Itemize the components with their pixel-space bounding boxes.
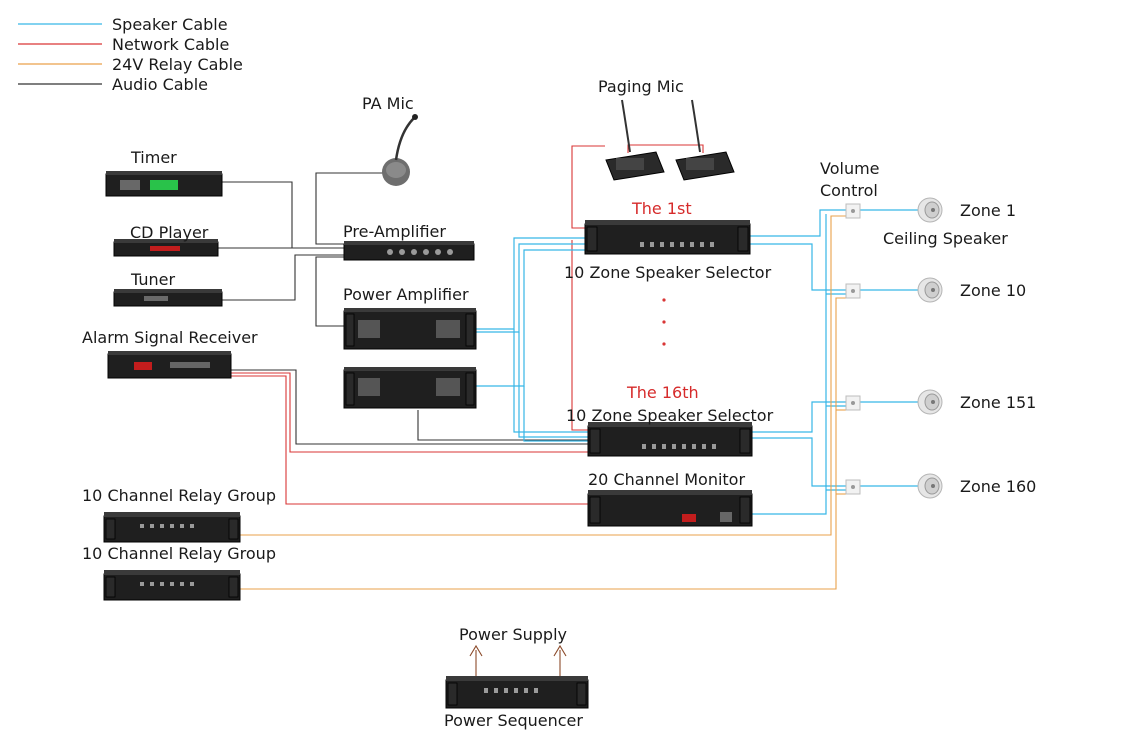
- power-amplifier-label: Power Amplifier: [343, 285, 469, 304]
- power-arrow-right: [553, 644, 567, 657]
- zone1-label: Zone 1: [960, 201, 1016, 220]
- relay-group-1-label: 10 Channel Relay Group: [82, 486, 276, 505]
- legend-audio-label: Audio Cable: [112, 75, 208, 94]
- wire-relay1: [240, 215, 846, 536]
- tuner-label: Tuner: [130, 270, 175, 289]
- power-sequencer-device: [445, 676, 589, 709]
- wire-monitor-bus: [752, 214, 827, 515]
- selector-last-label: 10 Zone Speaker Selector: [566, 406, 774, 425]
- power-supply-label: Power Supply: [459, 625, 567, 644]
- paging-mic-2: [675, 99, 735, 181]
- wire-relay2: [240, 297, 846, 590]
- pre-amplifier-label: Pre-Amplifier: [343, 222, 446, 241]
- selector-first-label: 10 Zone Speaker Selector: [564, 263, 772, 282]
- wire-monitor-network: [231, 375, 588, 505]
- speaker-zone1: [917, 197, 943, 223]
- speaker-zone160: [917, 473, 943, 499]
- wire-timer-preamp: [222, 181, 344, 249]
- selector-first-tag: The 1st: [631, 199, 692, 218]
- volume-control-label-line1: Volume: [820, 159, 880, 178]
- wire-amp1-sel1b: [476, 243, 585, 333]
- wire-sel16-zone160: [752, 437, 920, 487]
- volume-control-zone160: [845, 479, 861, 495]
- wire-amp1-sel16b: [518, 332, 588, 438]
- wire-alarm-network: [231, 372, 588, 453]
- power-amplifier-2: [343, 367, 477, 409]
- speaker-zone151: [917, 389, 943, 415]
- power-sequencer-label: Power Sequencer: [444, 711, 583, 730]
- relay-group-1-device: [103, 512, 241, 543]
- legend: Speaker Cable Network Cable 24V Relay Ca…: [18, 15, 243, 94]
- wires: [218, 144, 920, 680]
- wire-pagingmic-network: [571, 145, 605, 229]
- zone151-label: Zone 151: [960, 393, 1036, 412]
- legend-relay-label: 24V Relay Cable: [112, 55, 243, 74]
- monitor-label: 20 Channel Monitor: [588, 470, 745, 489]
- legend-network-label: Network Cable: [112, 35, 229, 54]
- power-amplifier-1: [343, 308, 477, 350]
- monitor-device: [587, 490, 753, 527]
- paging-mic-label: Paging Mic: [598, 77, 684, 96]
- speaker-zone10: [917, 277, 943, 303]
- speaker-selector-first: [584, 220, 751, 255]
- cd-player-label: CD Player: [130, 223, 209, 242]
- alarm-receiver-device: [107, 351, 232, 379]
- tuner-device: [113, 289, 223, 307]
- wire-amp2-sel1: [476, 249, 585, 387]
- pa-mic-label: PA Mic: [362, 94, 414, 113]
- wire-alarm-selector: [231, 369, 588, 445]
- wire-mic-to-mic: [627, 144, 704, 153]
- wire-amp1-sel16: [513, 329, 588, 433]
- legend-speaker-label: Speaker Cable: [112, 15, 228, 34]
- relay-group-2-device: [103, 570, 241, 601]
- volume-control-label-line2: Control: [820, 181, 878, 200]
- wire-amp1-sel1: [476, 237, 585, 330]
- selector-ellipsis: [662, 298, 666, 346]
- cd-player-device: [113, 239, 219, 257]
- wire-amp2-selector: [417, 410, 588, 441]
- zone160-label: Zone 160: [960, 477, 1036, 496]
- wire-amp2-sel16: [523, 386, 588, 442]
- alarm-receiver-label: Alarm Signal Receiver: [82, 328, 258, 347]
- pre-amplifier-device: [343, 241, 475, 261]
- power-arrow-left: [469, 644, 483, 657]
- selector-last-tag: The 16th: [626, 383, 699, 402]
- wire-preamp-poweramp: [315, 256, 345, 327]
- timer-device: [105, 171, 223, 197]
- wire-sel1-zone10: [750, 243, 920, 291]
- volume-control-zone151: [845, 395, 861, 411]
- wire-sel16-zone151: [752, 401, 920, 433]
- wire-pamic-preamp: [315, 172, 385, 245]
- speaker-selector-last: [587, 422, 753, 457]
- volume-control-zone1: [845, 203, 861, 219]
- wire-tuner-preamp: [222, 254, 344, 301]
- relay-group-2-label: 10 Channel Relay Group: [82, 544, 276, 563]
- ceiling-speaker-label: Ceiling Speaker: [883, 229, 1008, 248]
- paging-mic-1: [605, 99, 665, 181]
- zone10-label: Zone 10: [960, 281, 1026, 300]
- pa-mic: [382, 114, 418, 186]
- wire-selectors-network: [571, 240, 588, 431]
- wire-sel1-zone1: [750, 209, 920, 237]
- volume-control-zone10: [845, 283, 861, 299]
- timer-label: Timer: [130, 148, 177, 167]
